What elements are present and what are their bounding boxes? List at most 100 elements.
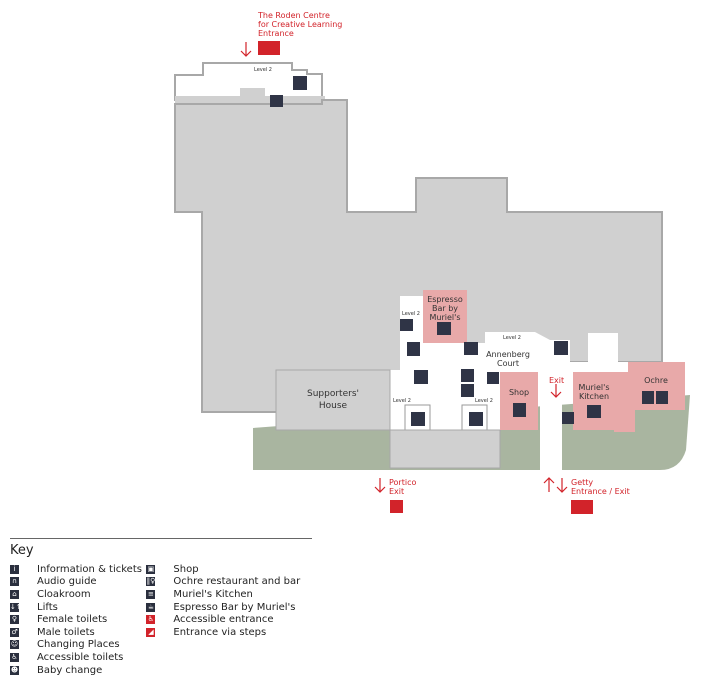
portico-exit-label-2: Exit bbox=[389, 487, 404, 496]
key-item-label: Lifts bbox=[37, 601, 58, 613]
key-item: ◢ Entrance via steps bbox=[146, 626, 312, 639]
female-toilets-icon bbox=[407, 342, 420, 356]
ochre-label: Ochre bbox=[644, 376, 668, 385]
key-item: ♂ Male toilets bbox=[10, 626, 146, 639]
espresso-label-2: Bar by bbox=[432, 304, 458, 313]
key-item-label: Cloakroom bbox=[37, 588, 91, 600]
key-item-label: Entrance via steps bbox=[173, 626, 267, 638]
restaurant-icon bbox=[642, 391, 654, 404]
key-item: ↓↑ Lifts bbox=[10, 601, 146, 614]
key-column-1: i Information & tickets ∩ Audio guide ⌂ Cloak… bbox=[10, 563, 146, 676]
key-item: ♀ Female toilets bbox=[10, 613, 146, 626]
key-item-label: Muriel's Kitchen bbox=[173, 588, 253, 600]
steps-entrance-icon: ◢ bbox=[146, 627, 156, 637]
female-toilets-icon: ♀ bbox=[10, 615, 19, 625]
male-toilets-icon: ♂ bbox=[10, 627, 19, 637]
map-key: Key i Information & tickets ∩ Audio guide ⌂ C… bbox=[10, 538, 312, 676]
level2-label: Level 2 bbox=[393, 398, 411, 404]
key-item: ☕ Espresso Bar by Muriel's bbox=[146, 601, 312, 614]
getty-entrance-label-2: Entrance / Exit bbox=[571, 487, 630, 496]
facility-icons bbox=[270, 76, 574, 426]
roden-entrance-label-3: Entrance bbox=[258, 29, 294, 38]
kitchen-label-1: Muriel's bbox=[579, 383, 610, 392]
roden-entrance-label: The Roden Centre bbox=[257, 11, 330, 20]
annenberg-label-2: Court bbox=[497, 359, 519, 368]
kitchen-icon bbox=[587, 405, 601, 418]
key-item: ≡ Muriel's Kitchen bbox=[146, 588, 312, 601]
key-item: ♿ Accessible toilets bbox=[10, 651, 146, 664]
changing-places-icon bbox=[293, 76, 307, 90]
roden-entrance-label-2: for Creative Learning bbox=[258, 20, 342, 29]
baby-change-icon bbox=[461, 369, 474, 382]
cloakroom-icon: ⌂ bbox=[10, 589, 19, 599]
lifts-icon: ↓↑ bbox=[10, 602, 22, 612]
portico-exit-label: Portico bbox=[389, 478, 416, 487]
key-item: ☻Baby change bbox=[10, 664, 146, 677]
key-item-label: Baby change bbox=[37, 664, 103, 676]
lifts-icon bbox=[270, 95, 283, 107]
accessible-toilets-icon: ♿ bbox=[10, 652, 19, 662]
restaurant-bar-icon: ‖♀ bbox=[146, 577, 156, 587]
key-item: ∩ Audio guide bbox=[10, 576, 146, 589]
level2-label: Level 2 bbox=[402, 311, 420, 317]
key-item-label: Male toilets bbox=[37, 626, 95, 638]
exit-label: Exit bbox=[549, 376, 564, 385]
key-item-label: Changing Places bbox=[37, 639, 120, 651]
espresso-label-3: Muriel's bbox=[430, 313, 461, 322]
info-icon: i bbox=[10, 564, 19, 574]
audio-guide-icon: ∩ bbox=[10, 577, 19, 587]
shop-area[interactable] bbox=[500, 372, 538, 430]
info-icon bbox=[554, 341, 568, 355]
key-item: ▣ Shop bbox=[146, 563, 312, 576]
key-item: ⌂ Cloakroom bbox=[10, 588, 146, 601]
cloakroom-hanger-icon bbox=[461, 384, 474, 397]
key-item-label: Shop bbox=[173, 563, 199, 575]
key-item: ♿ Accessible entrance bbox=[146, 613, 312, 626]
male-toilets-icon bbox=[469, 412, 483, 426]
key-item-label: Female toilets bbox=[37, 614, 108, 626]
key-item-label: Espresso Bar by Muriel's bbox=[173, 601, 296, 613]
kitchen-label-2: Kitchen bbox=[579, 392, 609, 401]
level2-label: Level 2 bbox=[254, 67, 272, 73]
key-item-label: Ochre restaurant and bar bbox=[173, 576, 301, 588]
key-item-label: Audio guide bbox=[37, 576, 97, 588]
key-item-label: Information & tickets bbox=[37, 563, 142, 575]
getty-entrance-label: Getty bbox=[571, 478, 593, 487]
direction-arrows bbox=[240, 42, 568, 493]
key-item-label: Accessible entrance bbox=[173, 614, 274, 626]
supporters-house bbox=[275, 369, 391, 431]
cloakroom-icon bbox=[464, 342, 478, 355]
accessible-entrance-icon bbox=[258, 41, 280, 55]
map: Supporters' House Espresso Bar by Muriel… bbox=[174, 11, 690, 514]
changing-places-icon: ☺ bbox=[10, 640, 19, 650]
espresso-label-1: Espresso bbox=[427, 295, 463, 304]
key-item: ☺ Changing Places bbox=[10, 639, 146, 652]
accessible-entrance-icon bbox=[571, 500, 593, 514]
kitchen-icon: ≡ bbox=[146, 589, 156, 599]
coffee-icon bbox=[437, 322, 451, 335]
divider bbox=[10, 538, 312, 539]
supporters-house-label-2: House bbox=[319, 401, 348, 411]
accessible-entrance-icon: ♿ bbox=[146, 615, 156, 625]
steps-entrance-icon bbox=[390, 500, 403, 513]
female-toilets-icon bbox=[411, 412, 425, 426]
roden-centre-area bbox=[174, 62, 323, 101]
lifts-icon bbox=[400, 319, 413, 331]
lifts-icon bbox=[487, 372, 499, 384]
level2-label: Level 2 bbox=[475, 398, 493, 404]
shop-icon: ▣ bbox=[146, 564, 156, 574]
key-title: Key bbox=[10, 543, 34, 558]
key-column-2: ▣ Shop ‖♀ Ochre restaurant and bar ≡ Muriel's… bbox=[146, 563, 312, 676]
bar-icon bbox=[656, 391, 668, 404]
accessible-toilets-icon bbox=[414, 370, 428, 384]
lifts-icon bbox=[562, 412, 574, 424]
key-item-label: Accessible toilets bbox=[37, 651, 124, 663]
coffee-icon: ☕ bbox=[146, 602, 156, 612]
key-item: i Information & tickets bbox=[10, 563, 146, 576]
muriels-kitchen-area[interactable] bbox=[573, 372, 615, 430]
supporters-house-label: Supporters' bbox=[307, 389, 359, 399]
key-item: ‖♀ Ochre restaurant and bar bbox=[146, 576, 312, 589]
shop-label: Shop bbox=[509, 388, 529, 397]
level2-label: Level 2 bbox=[503, 335, 521, 341]
